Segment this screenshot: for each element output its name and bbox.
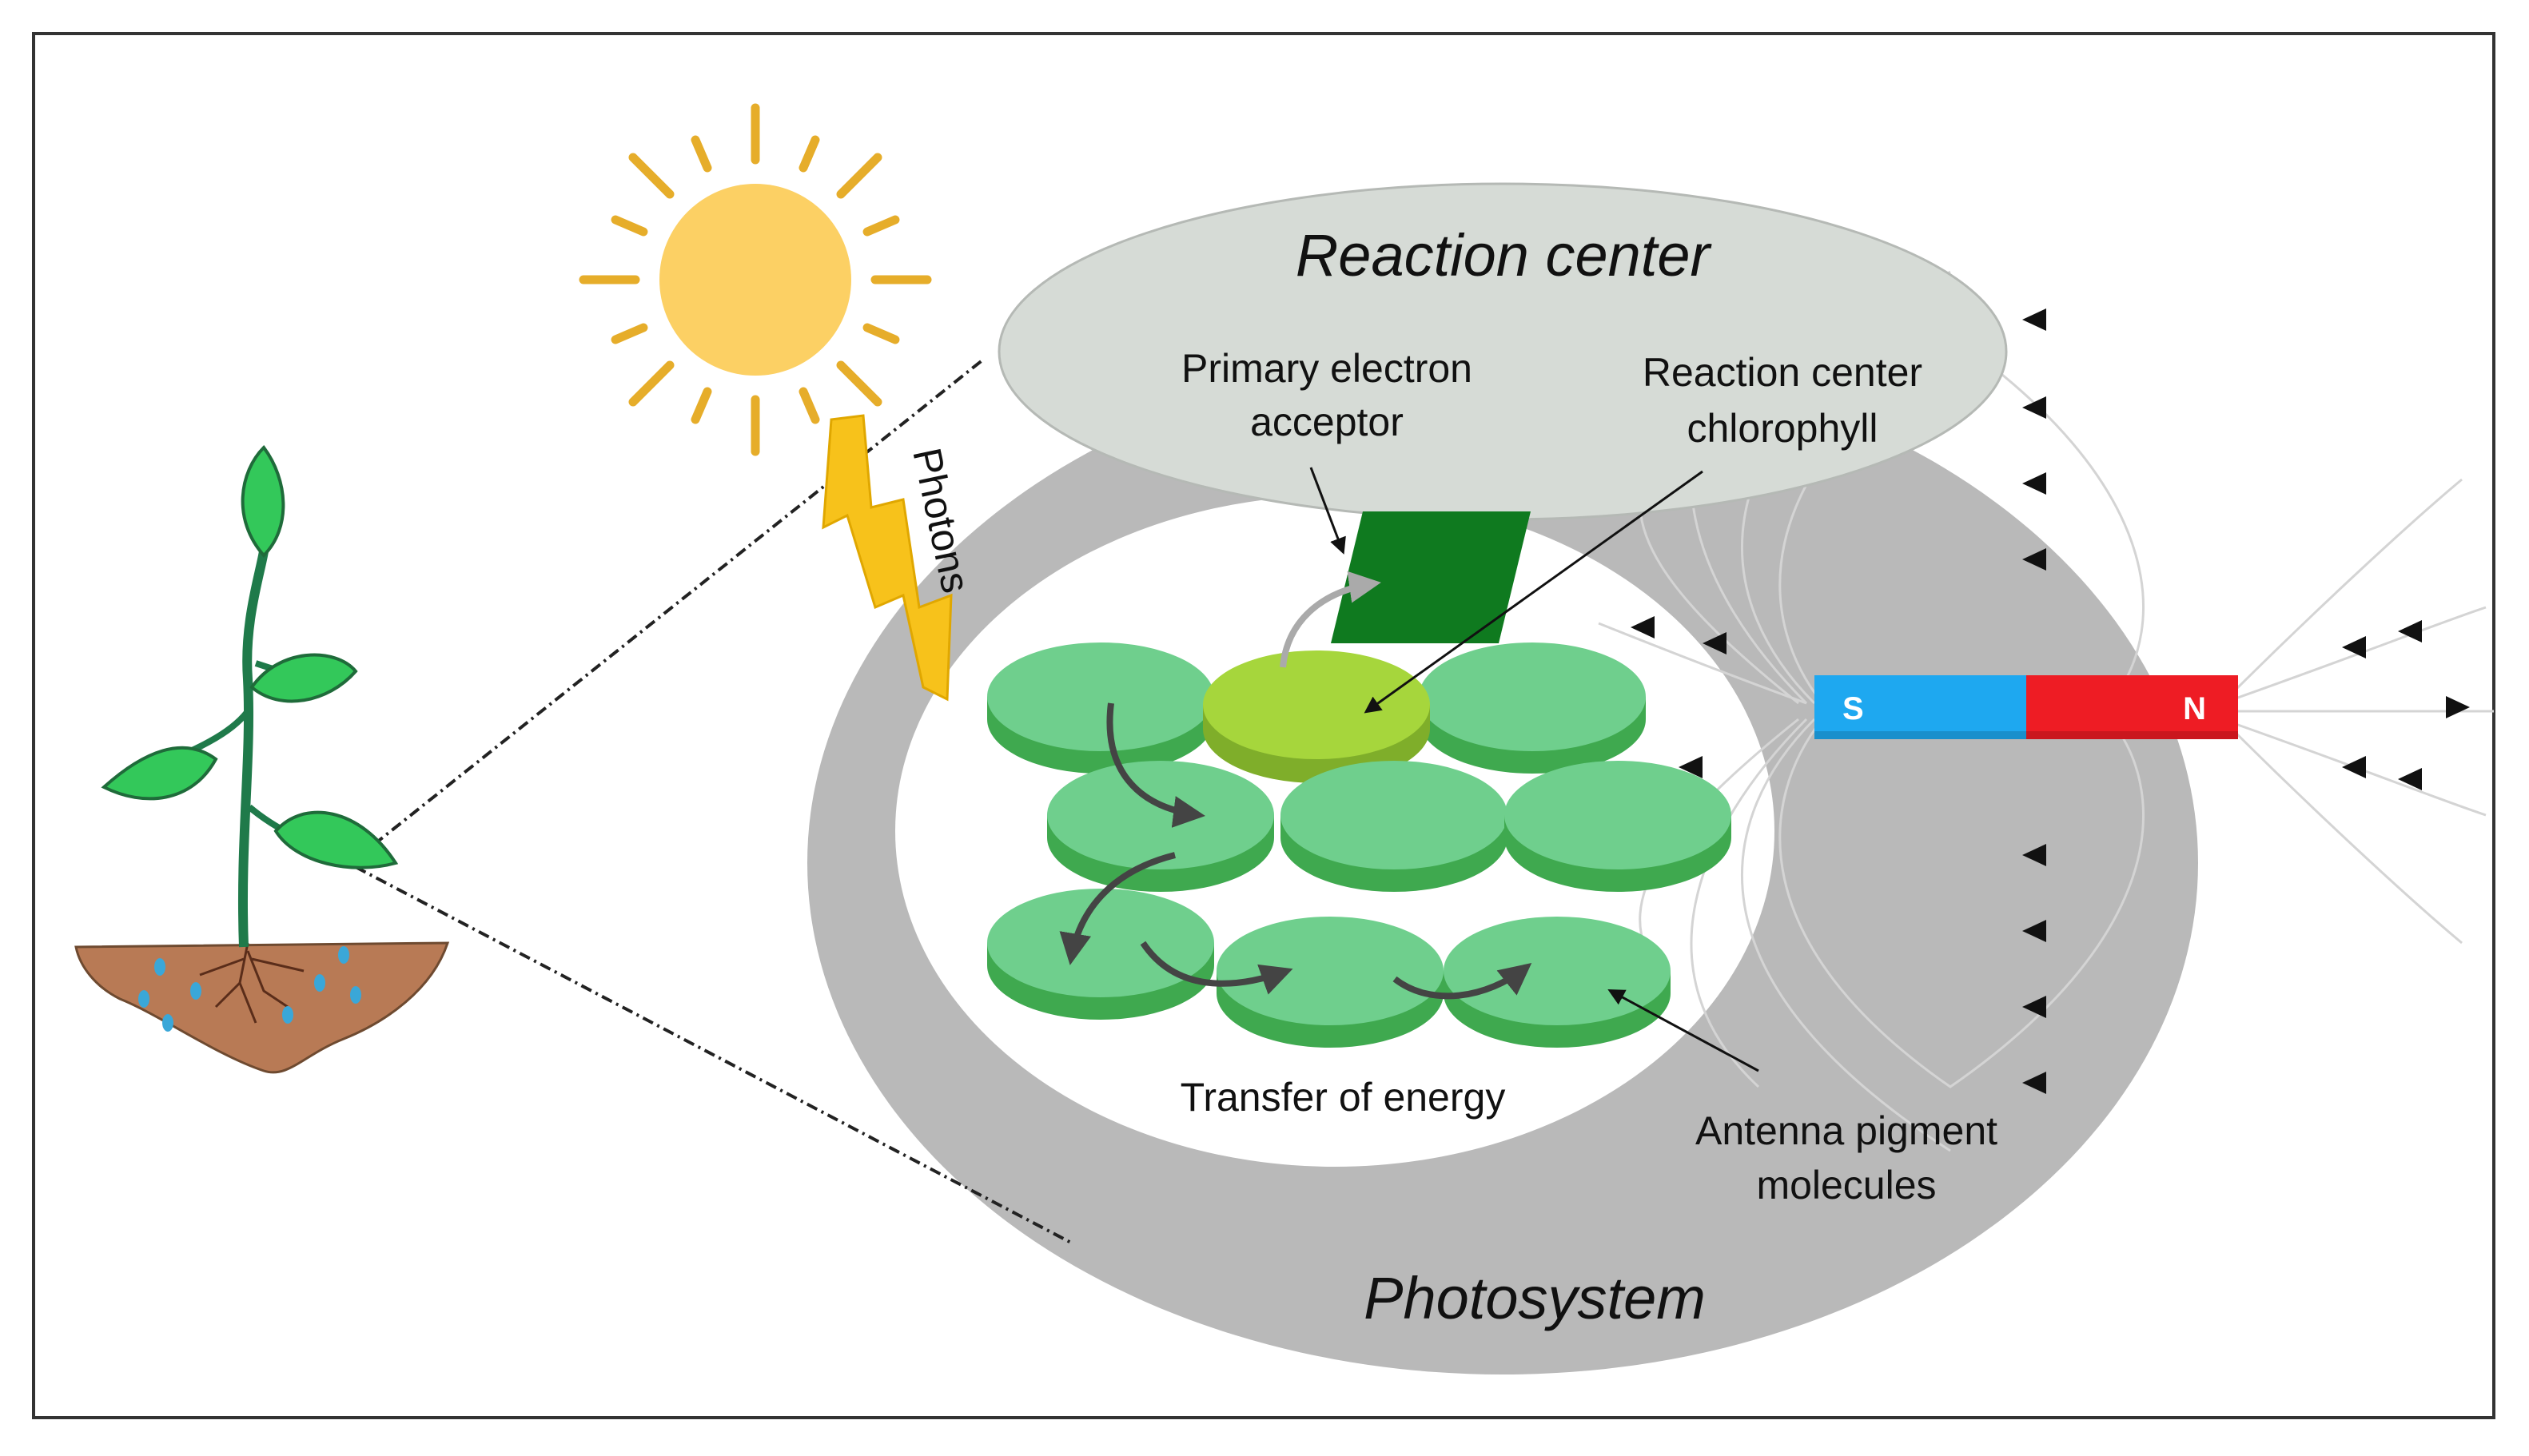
antenna-disc (1047, 761, 1274, 892)
antenna-disc (987, 642, 1214, 774)
photosystem-title: Photosystem (1364, 1265, 1706, 1331)
field-arrowheads (1631, 308, 2470, 1094)
antenna-disc (1444, 917, 1671, 1048)
reaction-center-title: Reaction center (1296, 222, 1713, 288)
magnet-north-pole (2026, 675, 2238, 739)
lightning-icon (822, 414, 953, 702)
antenna-pigment-label: Antenna pigment (1695, 1108, 1997, 1153)
reaction-center-chlorophyll-label: Reaction center (1643, 350, 1922, 395)
primary-electron-acceptor-label: Primary electron (1181, 346, 1472, 391)
antenna-disc (1280, 761, 1507, 892)
leaf-icon (101, 444, 399, 869)
zoom-lines (354, 358, 1072, 1244)
sun-icon (579, 103, 932, 456)
energy-transfer-arrows (1059, 571, 1532, 1000)
antenna-disc (1504, 761, 1731, 892)
antenna-pigment-discs (987, 642, 1731, 1048)
antenna-pigment-label-line2: molecules (1756, 1163, 1936, 1207)
antenna-disc (987, 889, 1214, 1020)
magnet-south-pole (1814, 675, 2026, 739)
magnet-north-label: N (2183, 691, 2206, 726)
reaction-center-chlorophyll-label-line2: chlorophyll (1687, 406, 1878, 451)
primary-electron-acceptor-label-line2: acceptor (1250, 400, 1404, 444)
bar-magnet: S N (1814, 675, 2238, 739)
antenna-disc (1419, 642, 1646, 774)
magnet-south-label: S (1842, 691, 1864, 726)
primary-electron-acceptor-shape (1331, 511, 1531, 643)
plant-icon (74, 444, 450, 1074)
transfer-of-energy-label: Transfer of energy (1181, 1075, 1506, 1120)
pointer-lines (1309, 467, 1759, 1072)
soil-icon (74, 941, 450, 1074)
